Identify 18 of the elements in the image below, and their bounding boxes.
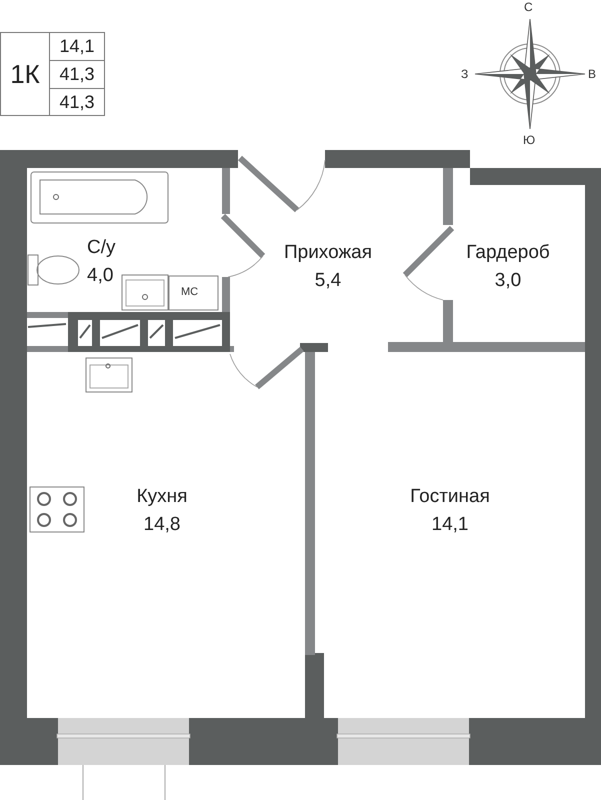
compass-label: С [524,0,533,14]
table-value: 14,1 [49,32,105,61]
compass-label: Ю [523,133,536,147]
room-name: Гардероб [466,241,550,265]
shaft-label: МС [181,286,198,298]
room-area: 5,4 [314,267,342,295]
apartment-type: 1К [0,32,50,116]
compass-label: В [588,67,596,81]
room-name: С/у [87,236,116,260]
room-area: 4,0 [87,262,114,290]
room-area: 14,1 [432,511,468,539]
room-name: Кухня [136,485,188,509]
room-name: Гостиная [410,485,490,509]
room-area: 3,0 [494,267,522,295]
room-name: Прихожая [284,241,372,265]
compass-label: З [461,67,468,81]
table-value: 41,3 [49,88,105,116]
room-area: 14,8 [144,511,180,539]
